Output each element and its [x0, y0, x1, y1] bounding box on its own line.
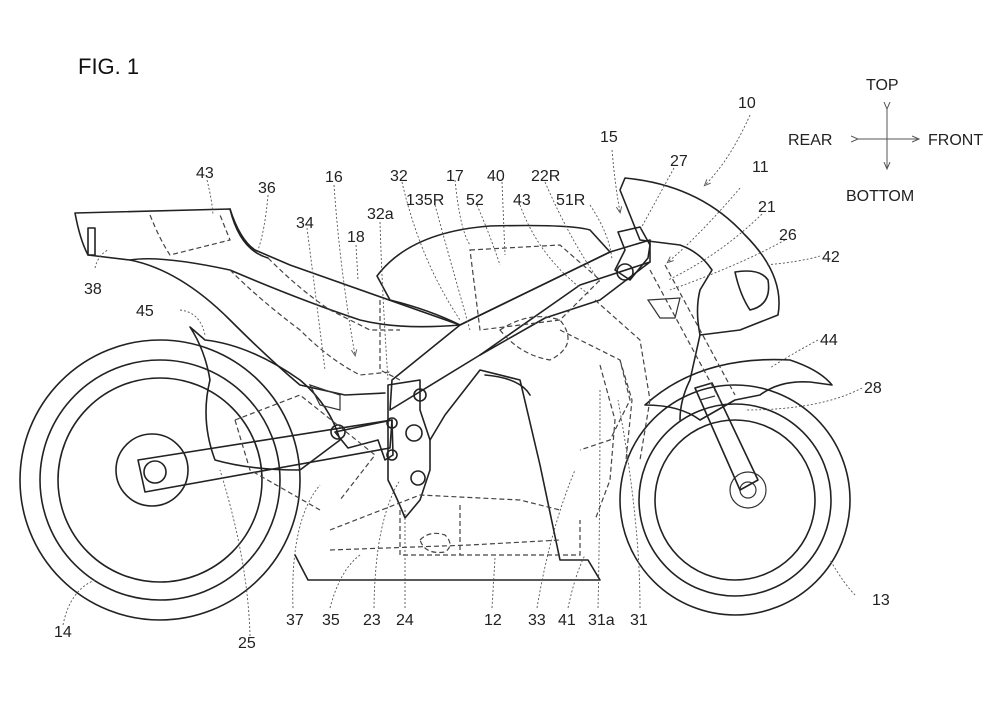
hidden-internals [149, 214, 736, 556]
label-43-front: 43 [513, 192, 531, 209]
label-12: 12 [484, 612, 502, 629]
label-37: 37 [286, 612, 304, 629]
label-34: 34 [296, 215, 314, 232]
label-21: 21 [758, 199, 776, 216]
label-32a: 32a [367, 206, 394, 223]
handlebar-clamp [614, 226, 651, 281]
rear-wheel [19, 339, 301, 621]
label-17: 17 [446, 168, 464, 185]
seat-frame [129, 259, 386, 396]
reference-labels: 10 11 12 13 14 15 16 17 18 21 22R 23 24 … [54, 95, 890, 652]
label-31a: 31a [588, 612, 615, 629]
orientation-bottom-label: BOTTOM [846, 188, 914, 205]
label-10: 10 [738, 95, 756, 112]
label-18: 18 [347, 229, 365, 246]
label-43-rear: 43 [196, 165, 214, 182]
label-40: 40 [487, 168, 505, 185]
label-25: 25 [238, 635, 256, 652]
front-fork [694, 382, 759, 491]
label-35: 35 [322, 612, 340, 629]
label-23: 23 [363, 612, 381, 629]
front-cowl [619, 177, 780, 336]
fuel-tank [376, 224, 611, 326]
orientation-top-label: TOP [866, 77, 899, 94]
label-15: 15 [600, 129, 618, 146]
label-32: 32 [390, 168, 408, 185]
pivot-plate [387, 379, 431, 519]
leader-lines [62, 114, 863, 637]
front-wheel [619, 384, 851, 616]
label-45: 45 [136, 303, 154, 320]
label-52: 52 [466, 192, 484, 209]
label-51R: 51R [556, 192, 585, 209]
label-22R: 22R [531, 168, 560, 185]
label-135R: 135R [406, 192, 444, 209]
label-16: 16 [325, 169, 343, 186]
label-28: 28 [864, 380, 882, 397]
lower-cowl [294, 369, 601, 581]
label-11: 11 [752, 159, 769, 176]
orientation-rear-label: REAR [788, 132, 832, 149]
label-31: 31 [630, 612, 648, 629]
orientation-compass: TOP BOTTOM REAR FRONT [788, 77, 983, 205]
label-13: 13 [872, 592, 890, 609]
label-24: 24 [396, 612, 414, 629]
label-38: 38 [84, 281, 102, 298]
swing-arm [137, 419, 393, 493]
label-42: 42 [822, 249, 840, 266]
orientation-front-label: FRONT [928, 132, 983, 149]
label-36: 36 [258, 180, 276, 197]
label-26: 26 [779, 227, 797, 244]
label-33: 33 [528, 612, 546, 629]
label-14: 14 [54, 624, 72, 641]
label-27: 27 [670, 153, 688, 170]
label-44: 44 [820, 332, 838, 349]
label-41: 41 [558, 612, 576, 629]
figure-title: FIG. 1 [78, 54, 139, 79]
front-fender [644, 358, 833, 421]
tail-cowl [74, 208, 461, 328]
